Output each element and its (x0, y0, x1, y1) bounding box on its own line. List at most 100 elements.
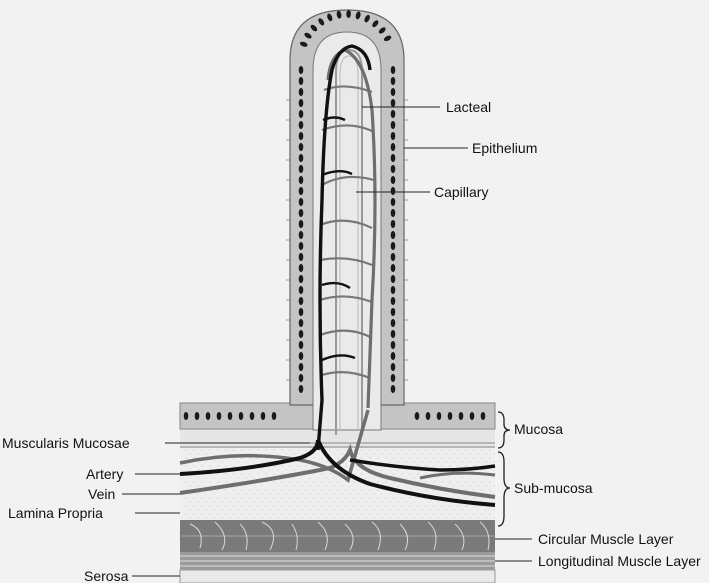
nucleus (205, 412, 211, 420)
nucleus (299, 41, 308, 47)
nucleus (298, 220, 304, 228)
nucleus (298, 374, 304, 382)
nucleus (298, 319, 304, 327)
serosa-layer (179, 569, 496, 583)
nucleus (390, 253, 396, 261)
nucleus (390, 385, 396, 393)
nucleus (364, 14, 370, 23)
nucleus (390, 231, 396, 239)
label-artery: Artery (86, 466, 123, 482)
nucleus (390, 319, 396, 327)
nucleus (390, 374, 396, 382)
artery-vessel (179, 439, 496, 507)
sub-mucosa-brace (497, 451, 511, 527)
nucleus (383, 35, 392, 42)
nucleus (298, 231, 304, 239)
nucleus (390, 154, 396, 162)
nucleus (458, 412, 464, 420)
nucleus (298, 198, 304, 206)
nucleus (298, 363, 304, 371)
label-lacteal: Lacteal (446, 99, 491, 115)
nucleus (298, 385, 304, 393)
nucleus (390, 99, 396, 107)
nucleus (390, 143, 396, 151)
label-serosa: Serosa (84, 568, 129, 583)
nucleus (390, 275, 396, 283)
label-vein: Vein (88, 486, 115, 502)
nucleus (390, 341, 396, 349)
nucleus (390, 176, 396, 184)
nucleus (390, 66, 396, 74)
label-longitudinal-muscle-layer: Longitudinal Muscle Layer (538, 553, 701, 569)
nucleus (390, 132, 396, 140)
nucleus (298, 330, 304, 338)
nucleus (298, 297, 304, 305)
nucleus (378, 27, 386, 34)
label-capillary: Capillary (434, 184, 488, 200)
nucleus (260, 412, 266, 420)
nucleus (469, 412, 475, 420)
nucleus (414, 412, 420, 420)
nucleus (355, 11, 361, 20)
nucleus (318, 18, 325, 26)
nucleus (216, 412, 222, 420)
nucleus (436, 412, 442, 420)
vein-vessel (179, 443, 496, 499)
nucleus (249, 412, 255, 420)
nucleus (194, 412, 200, 420)
nucleus (372, 20, 379, 28)
nucleus (390, 187, 396, 195)
label-muscularis-mucosae: Muscularis Mucosae (2, 435, 130, 451)
nucleus (327, 13, 333, 22)
nucleus (390, 363, 396, 371)
label-epithelium: Epithelium (472, 140, 537, 156)
leader-lines (122, 106, 532, 577)
nucleus (271, 412, 277, 420)
label-mucosa: Mucosa (514, 421, 563, 437)
epithelium-nuclei (183, 10, 486, 420)
nucleus (298, 132, 304, 140)
nucleus (390, 165, 396, 173)
nucleus (390, 77, 396, 85)
nucleus (298, 143, 304, 151)
nucleus (390, 88, 396, 96)
villus-artery (316, 44, 372, 451)
nucleus (298, 165, 304, 173)
nucleus (390, 110, 396, 118)
nucleus (298, 88, 304, 96)
nucleus (298, 110, 304, 118)
nucleus (298, 275, 304, 283)
nucleus (298, 341, 304, 349)
nucleus (183, 412, 189, 420)
nucleus (298, 286, 304, 294)
nucleus (298, 154, 304, 162)
lacteal (335, 48, 363, 435)
villus (183, 9, 486, 451)
nucleus (390, 264, 396, 272)
nucleus (390, 308, 396, 316)
nucleus (480, 412, 486, 420)
nucleus (425, 412, 431, 420)
nucleus (447, 412, 453, 420)
nucleus (298, 99, 304, 107)
mucosa-brace (497, 411, 511, 449)
nucleus (390, 330, 396, 338)
label-sub-mucosa: Sub-mucosa (514, 480, 593, 496)
nucleus (298, 77, 304, 85)
submucosa-vessels (179, 409, 496, 507)
nucleus (298, 308, 304, 316)
nucleus (390, 209, 396, 217)
labels: Lacteal Epithelium Capillary Mucosa Musc… (2, 99, 701, 583)
nucleus (298, 352, 304, 360)
nucleus (298, 209, 304, 217)
nucleus (346, 10, 351, 19)
nucleus (298, 176, 304, 184)
nucleus (336, 10, 342, 19)
nucleus (390, 198, 396, 206)
nucleus (227, 412, 233, 420)
nucleus (390, 121, 396, 129)
nucleus (298, 187, 304, 195)
nucleus (390, 352, 396, 360)
braces (497, 411, 511, 527)
nucleus (390, 286, 396, 294)
